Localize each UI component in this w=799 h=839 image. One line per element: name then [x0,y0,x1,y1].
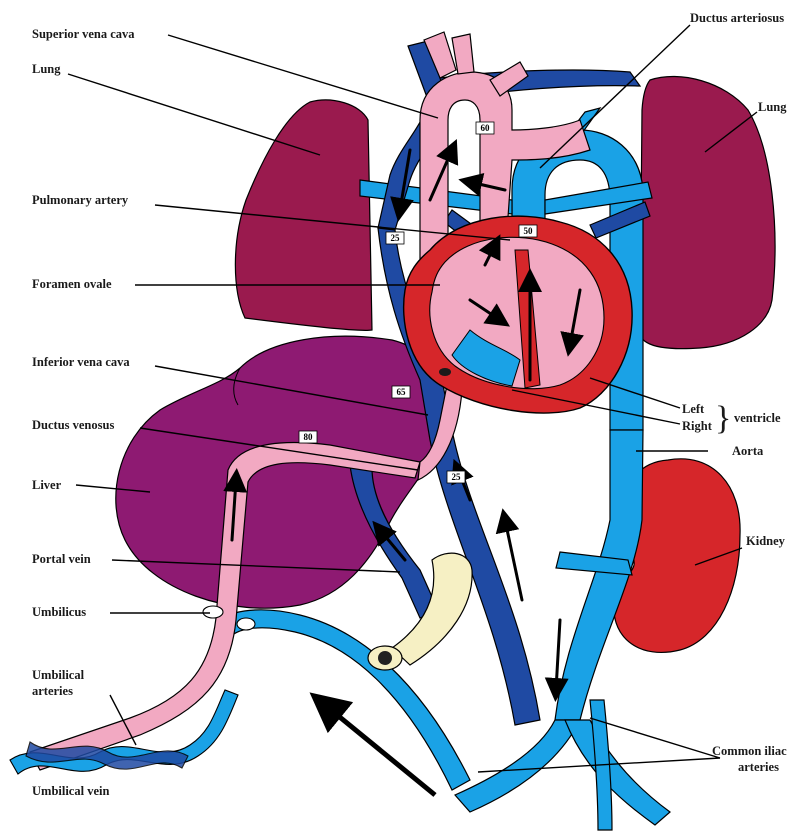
label-ductus-arteriosus: Ductus arteriosus [690,11,784,25]
flow-arrow-ivc [505,520,522,600]
svg-text:50: 50 [524,226,534,236]
svg-text:25: 25 [391,233,401,243]
label-common-iliac-1: Common iliac [712,744,787,758]
label-umbilical-vein: Umbilical vein [32,784,109,798]
label-aorta: Aorta [732,444,764,458]
label-kidney: Kidney [746,534,786,548]
label-lung-left: Lung [32,62,61,76]
common-iliac-left [455,720,580,812]
label-ductus-venosus: Ductus venosus [32,418,114,432]
badge-svc: 25 [386,232,404,244]
lung-right [640,77,775,349]
label-superior-vena-cava: Superior vena cava [32,27,135,41]
svg-text:60: 60 [481,123,491,133]
label-umbilical-arteries-1: Umbilical [32,668,85,682]
label-lung-right: Lung [758,100,787,114]
label-liver: Liver [32,478,62,492]
heart [404,216,632,413]
label-right: Right [682,419,713,433]
badge-pulmonary-trunk: 60 [476,122,494,134]
leader-superior-vena-cava [168,35,438,118]
label-umbilical-arteries-2: arteries [32,684,73,698]
label-foramen-ovale: Foramen ovale [32,277,112,291]
svg-text:25: 25 [452,472,462,482]
svg-text:65: 65 [397,387,407,397]
label-common-iliac-2: arteries [738,760,779,774]
umbilicus-ring-2 [237,618,255,630]
label-inferior-vena-cava: Inferior vena cava [32,355,130,369]
umbilicus-ring [203,606,223,618]
badge-aortic-arch: 50 [519,225,537,237]
flow-arrow-aorta-desc [556,620,560,690]
ventricle-brace: } [715,400,731,437]
badge-ductus-venosus: 80 [299,431,317,443]
badge-ivc-lower: 25 [447,471,465,483]
label-pulmonary-artery: Pulmonary artery [32,193,129,207]
label-umbilicus: Umbilicus [32,605,86,619]
common-iliac-right [565,720,670,825]
leader-lung-left [68,74,320,155]
intestine-lumen [378,651,392,665]
label-left: Left [682,402,705,416]
label-ventricle: ventricle [734,411,781,425]
foramen-ovale-opening [439,368,451,376]
badge-ivc-upper: 65 [392,386,410,398]
label-portal-vein: Portal vein [32,552,91,566]
svg-text:80: 80 [304,432,314,442]
